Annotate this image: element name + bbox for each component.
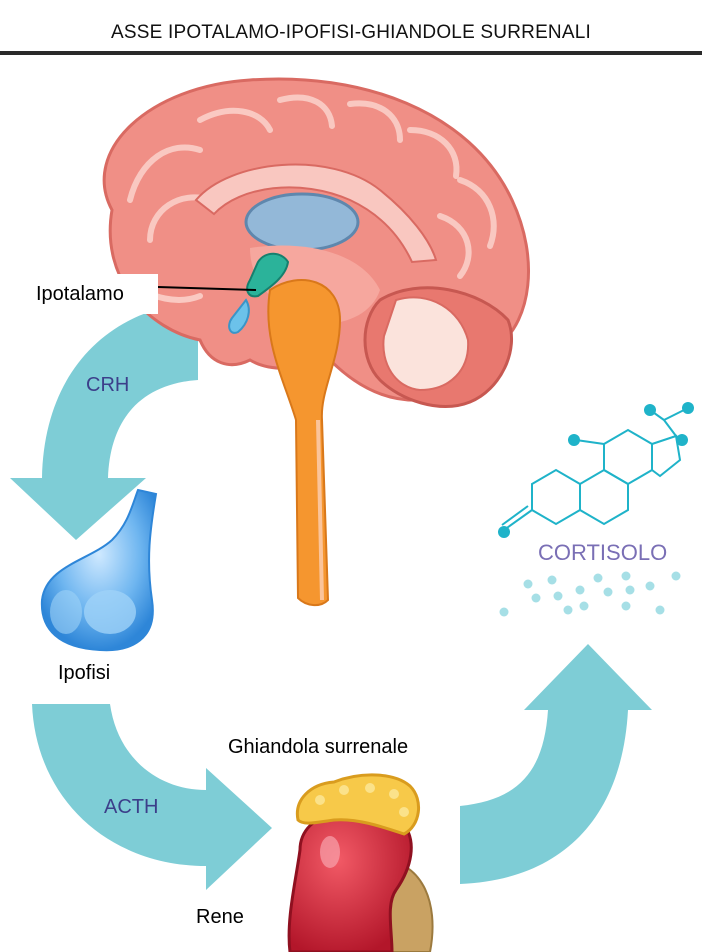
acth-label: ACTH (104, 796, 159, 818)
cortisol-label: CORTISOLO (538, 540, 668, 565)
hypothalamus-label: Ipotalamo (30, 274, 158, 314)
cortisol-molecule (501, 407, 689, 531)
brain-illustration (102, 77, 530, 606)
diagram-title: ASSE IPOTALAMO-IPOFISI-GHIANDOLE SURRENA… (111, 22, 591, 43)
crh-arrow (10, 302, 198, 540)
hypothalamus-pointer (157, 286, 257, 291)
acth-arrow (32, 704, 272, 890)
title-underline (0, 51, 702, 55)
pituitary-illustration (40, 488, 158, 652)
crh-label: CRH (86, 374, 130, 396)
adrenal-gland-label: Ghiandola surrenale (228, 736, 409, 758)
cortisol-arrow (460, 644, 652, 884)
adrenal-gland-illustration (295, 773, 420, 836)
kidney-label: Rene (196, 906, 244, 928)
pituitary-label: Ipofisi (58, 662, 111, 684)
brainstem (267, 279, 342, 606)
cortisol-molecule-atoms (498, 402, 694, 538)
kidney-illustration (287, 808, 434, 952)
cortisol-particles (499, 571, 681, 617)
